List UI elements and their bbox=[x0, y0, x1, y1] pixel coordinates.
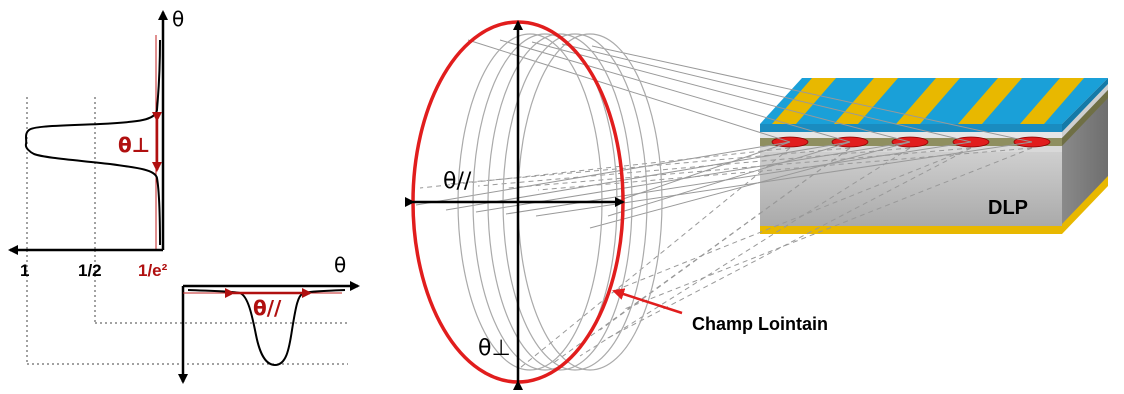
par-theta-axis-label: θ bbox=[334, 253, 346, 277]
beam-line-dashed bbox=[615, 147, 972, 291]
dlp-device: DLP bbox=[760, 78, 1108, 234]
far-field-theta-perp: θ⊥ bbox=[478, 336, 511, 361]
beam-lines-dashed bbox=[419, 147, 1033, 369]
device-side-bottom-contact bbox=[1062, 176, 1108, 234]
gold-stripe bbox=[958, 78, 1022, 124]
beam-line-dashed bbox=[519, 147, 791, 369]
tick-label-half: 1/2 bbox=[78, 261, 102, 280]
device-front-face bbox=[760, 152, 1062, 228]
beam-line bbox=[499, 39, 851, 143]
beam-line-dashed bbox=[537, 147, 1033, 191]
beam-line-dashed bbox=[599, 147, 851, 331]
theta-par-label: θ// bbox=[253, 296, 282, 320]
beam-line bbox=[415, 141, 791, 206]
device-top-side-edge bbox=[1062, 78, 1108, 132]
callout-arrow bbox=[612, 288, 683, 315]
theta-axis-label: θ bbox=[172, 7, 184, 31]
beam-line bbox=[607, 141, 851, 217]
perp-profile-plot: θ⊥ θ 1 1/2 1/e² bbox=[8, 7, 348, 365]
side-layer bbox=[1062, 84, 1108, 138]
beam-line bbox=[589, 141, 911, 229]
beam-line bbox=[531, 41, 911, 143]
gold-stripe bbox=[772, 78, 836, 124]
side-layer bbox=[1062, 90, 1108, 146]
beam-line-dashed bbox=[621, 147, 1033, 311]
beam-line bbox=[619, 141, 791, 201]
tick-label-1: 1 bbox=[20, 261, 29, 280]
beam-line-dashed bbox=[579, 147, 911, 357]
device-label: DLP bbox=[988, 197, 1028, 219]
beam-line bbox=[591, 45, 1033, 143]
gold-stripe bbox=[896, 78, 960, 124]
par-profile-plot: θ// θ bbox=[178, 253, 360, 384]
tick-label-1e2: 1/e² bbox=[138, 261, 168, 280]
beam-line bbox=[561, 43, 972, 143]
beam-line-dashed bbox=[477, 147, 911, 187]
cladding-layer bbox=[760, 132, 1062, 138]
theta-perp-label: θ⊥ bbox=[118, 133, 150, 157]
bottom-contact bbox=[760, 226, 1062, 234]
beam-line-dashed bbox=[507, 147, 972, 189]
champ-lointain-label: Champ Lointain bbox=[692, 314, 828, 334]
gold-stripe bbox=[1020, 78, 1084, 124]
substrate-top bbox=[760, 146, 1062, 152]
far-field-theta-par: θ// bbox=[443, 169, 472, 194]
